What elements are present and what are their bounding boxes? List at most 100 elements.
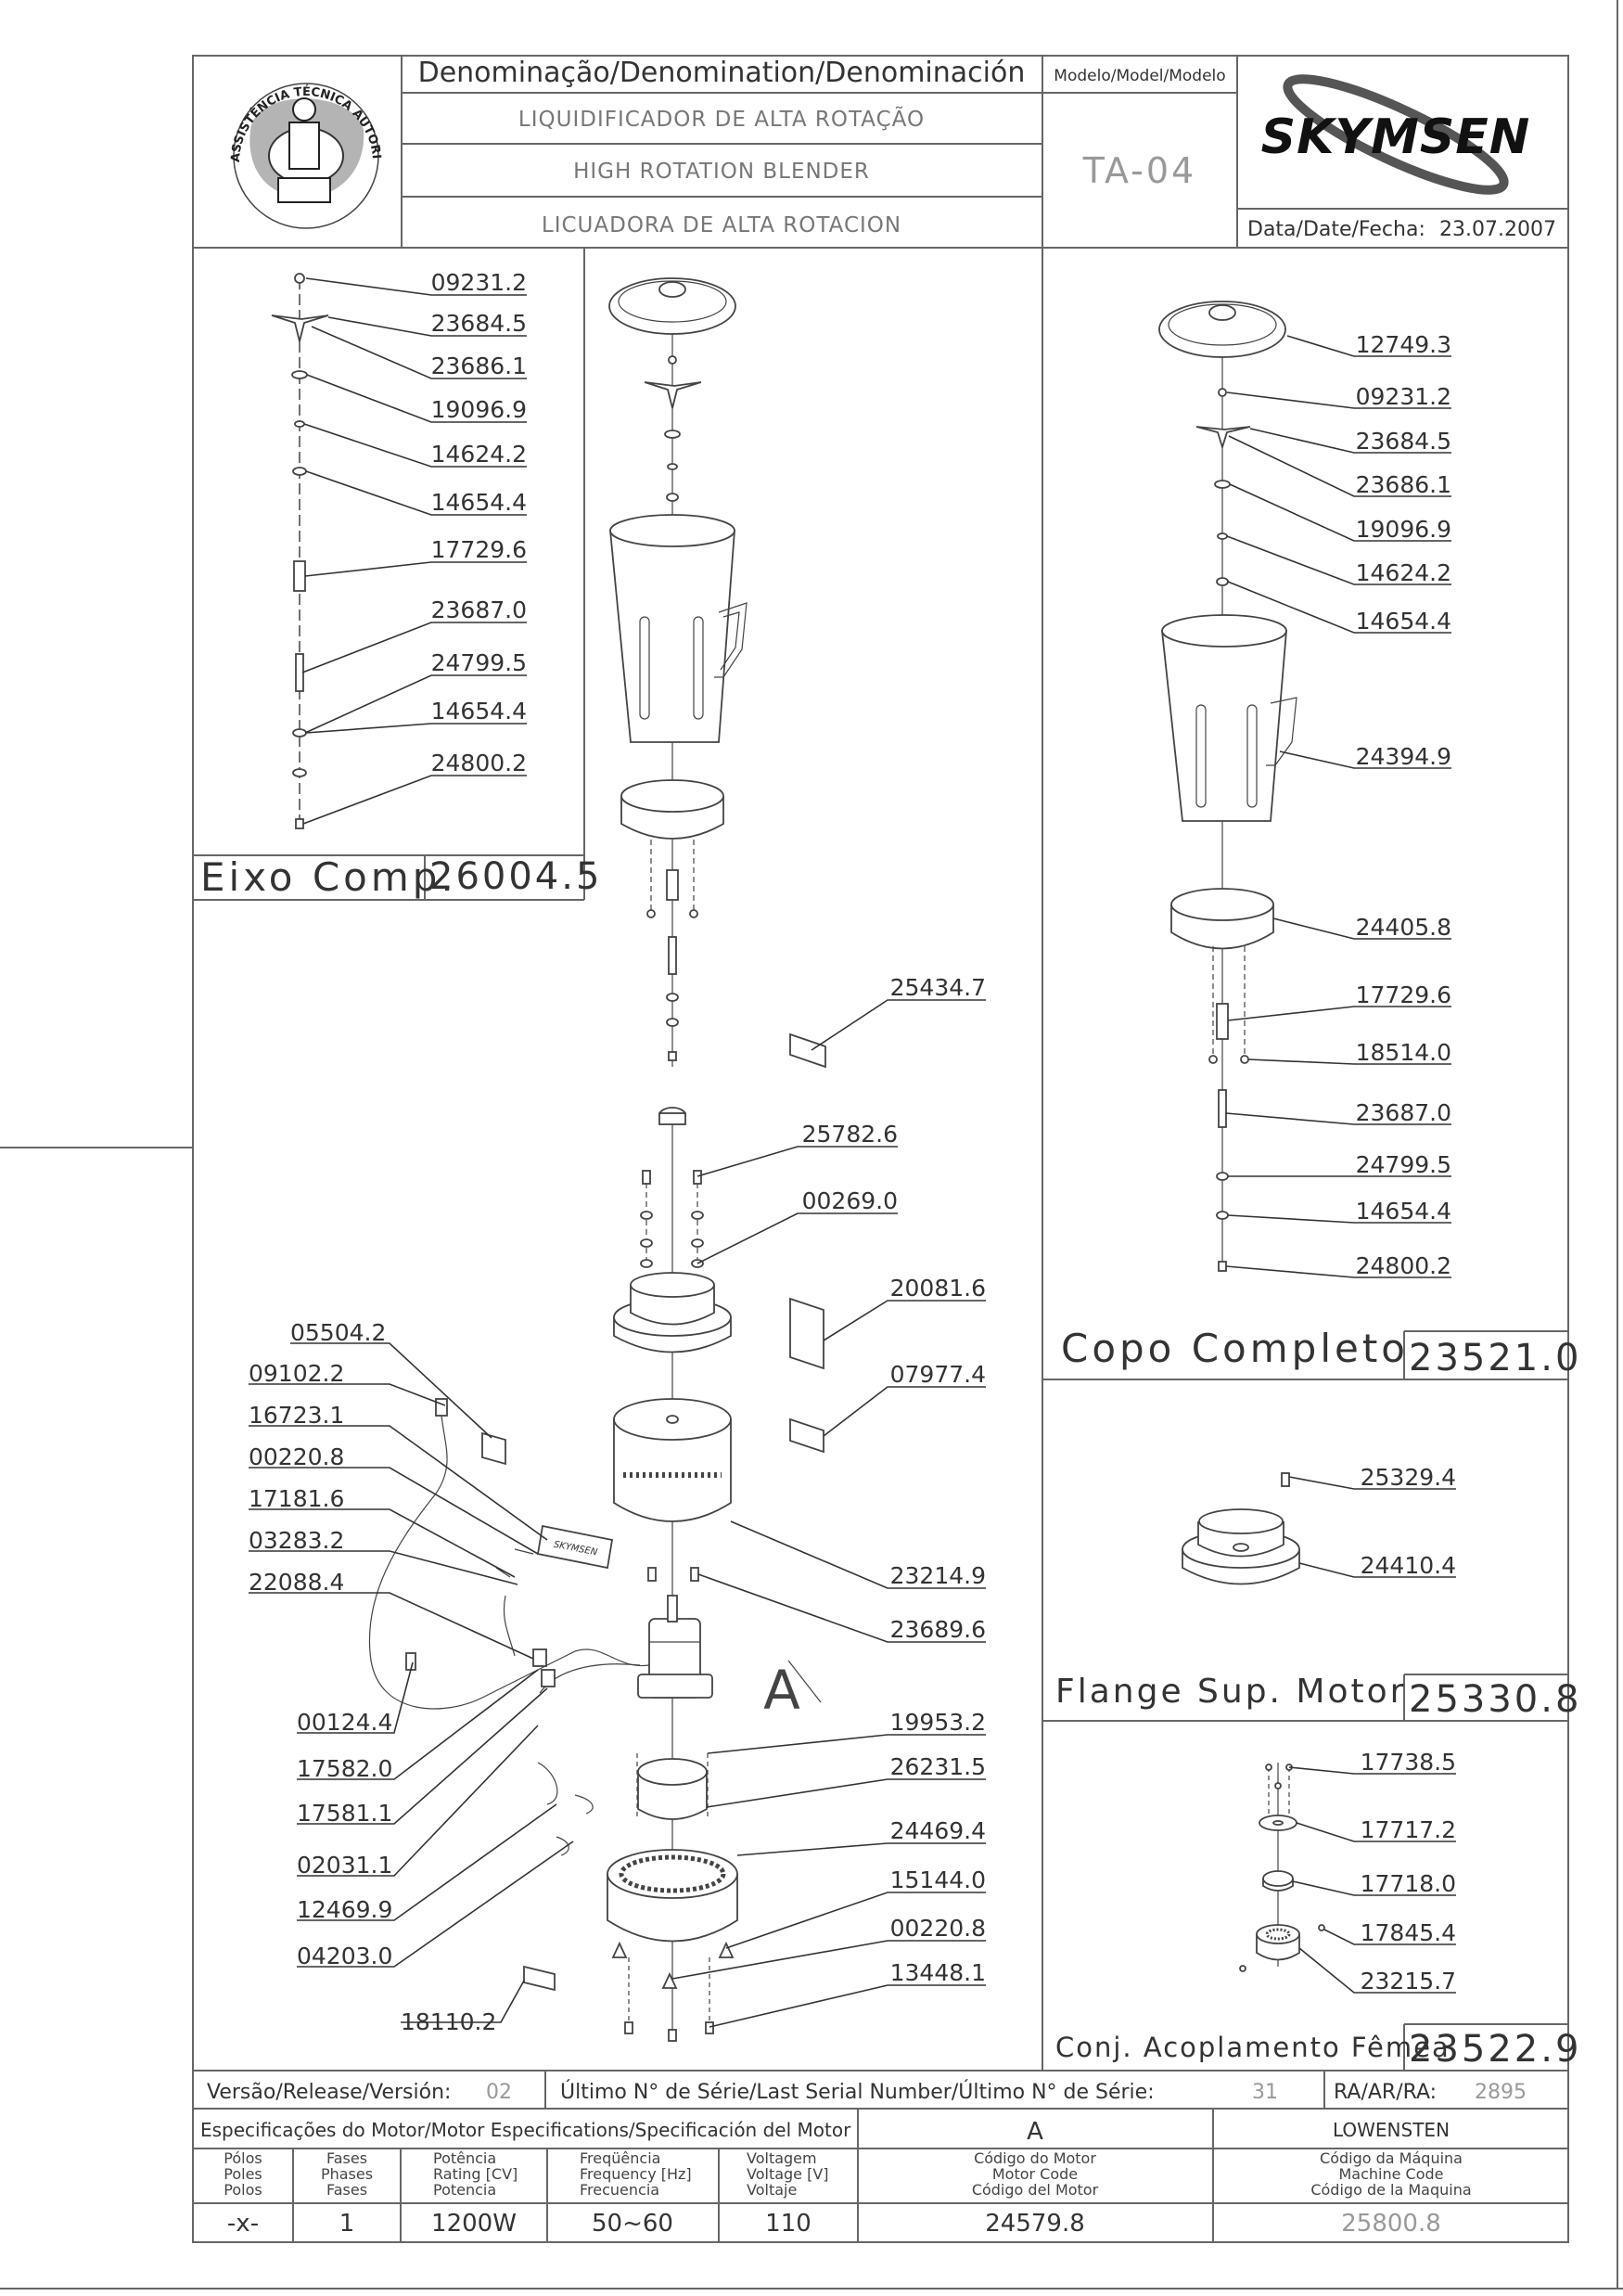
col-motor-code-pt: Código do Motor <box>974 2149 1096 2167</box>
main-part-number: 17582.0 <box>297 1755 392 1782</box>
shaft-part-number: 24799.5 <box>431 649 527 676</box>
cup-part-number: 24799.5 <box>1356 1151 1451 1178</box>
coupling-part-number: 17845.4 <box>1361 1919 1456 1946</box>
main-part-number: 05504.2 <box>290 1319 386 1346</box>
main-part-number: 23689.6 <box>890 1616 986 1643</box>
col-poles-pt: Pólos <box>224 2149 262 2167</box>
coupling-part-number: 17738.5 <box>1361 1749 1456 1776</box>
col-voltage-en: Voltage [V] <box>747 2165 829 2183</box>
cup-part-number: 23687.0 <box>1356 1099 1451 1126</box>
col-poles-en: Poles <box>224 2165 262 2183</box>
cup-part-number: 24800.2 <box>1356 1252 1451 1279</box>
blade-icon <box>271 314 329 342</box>
toolbox-icon <box>277 177 331 203</box>
cup-assembly-drawing <box>1158 301 1297 1272</box>
main-part-number: 09102.2 <box>249 1360 344 1387</box>
main-part-number: 00269.0 <box>802 1187 898 1214</box>
main-part-number: 22088.4 <box>249 1569 344 1596</box>
coupling-leaders <box>1288 1766 1456 1994</box>
main-exploded-view: SKYMSEN <box>368 277 826 2042</box>
upper-flange-drawing <box>1182 1472 1300 1585</box>
motor-housing <box>613 1419 732 1522</box>
motor-spec-letter: A <box>1027 2118 1043 2146</box>
voltage-value: 110 <box>765 2210 812 2238</box>
motor-spec-title: Especificações do Motor/Motor Especifica… <box>200 2119 851 2141</box>
shaft-part-number: 19096.9 <box>431 396 527 423</box>
flange-leaders <box>1288 1476 1456 1578</box>
shaft-part-number: 23684.5 <box>431 310 527 337</box>
cup-part-number: 14654.4 <box>1356 1198 1451 1225</box>
main-part-number: 26231.5 <box>890 1753 986 1780</box>
main-part-number: 15144.0 <box>890 1866 986 1893</box>
model-value: TA-04 <box>1082 150 1197 191</box>
coupling-part-number: 17718.0 <box>1361 1870 1456 1897</box>
shaft-assembly-label: Eixo Comp. <box>200 854 457 900</box>
main-part-number: 16723.1 <box>249 1402 344 1429</box>
flange-assembly-label: Flange Sup. Motor <box>1055 1673 1406 1711</box>
shaft-assembly-code: 26004.5 <box>429 855 602 898</box>
shaft-part-number: 14654.4 <box>431 698 527 725</box>
main-part-number: 03283.2 <box>249 1527 344 1554</box>
shaft-part-number: 17729.6 <box>431 536 527 563</box>
col-rating-pt: Potência <box>433 2149 496 2167</box>
coupling-assembly-label: Conj. Acoplamento Fêmea <box>1055 2032 1450 2063</box>
shaft-leaders <box>301 277 527 825</box>
col-phases-en: Phases <box>321 2165 373 2183</box>
col-rating-es: Potencia <box>433 2181 496 2199</box>
main-right-leaders <box>671 999 986 2028</box>
cup-leaders <box>1225 335 1451 1278</box>
main-part-number: 25434.7 <box>890 974 986 1001</box>
col-voltage-es: Voltaje <box>747 2181 797 2199</box>
col-voltage-pt: Voltagem <box>747 2149 817 2167</box>
cup-part-number: 19096.9 <box>1356 516 1451 543</box>
serial-label: Último N° de Série/Last Serial Number/Úl… <box>560 2080 1155 2104</box>
main-part-number: 00220.8 <box>890 1915 986 1942</box>
col-frequency-en: Frequency [Hz] <box>580 2165 692 2183</box>
main-part-number: 24469.4 <box>890 1817 986 1844</box>
shaft-part-number: 23686.1 <box>431 353 527 379</box>
ra-value: 2895 <box>1475 2081 1527 2104</box>
date-label: Data/Date/Fecha: <box>1247 218 1425 241</box>
motor-manufacturer: LOWENSTEN <box>1333 2119 1450 2141</box>
rating-value: 1200W <box>431 2210 517 2238</box>
serial-value: 31 <box>1252 2081 1278 2104</box>
coupling-part-number: 23215.7 <box>1361 1968 1456 1995</box>
shaft-part-number: 14654.4 <box>431 489 527 516</box>
spec-values-row: -x- 1 1200W 50~60 110 24579.8 25800.8 <box>227 2210 1441 2238</box>
spec-column-headers: Pólos Poles Polos Fases Phases Fases Pot… <box>224 2149 1471 2199</box>
main-part-number: 02031.1 <box>297 1852 392 1879</box>
cup-assembly-code: 23521.0 <box>1409 1337 1581 1379</box>
frequency-value: 50~60 <box>592 2210 673 2238</box>
col-machine-code-en: Machine Code <box>1338 2165 1443 2183</box>
motor-code-value: 24579.8 <box>985 2210 1085 2238</box>
date-value: 23.07.2007 <box>1439 218 1556 241</box>
cup-part-number: 09231.2 <box>1356 383 1451 410</box>
main-part-number: 23214.9 <box>890 1562 986 1589</box>
col-rating-en: Rating [CV] <box>433 2165 518 2183</box>
brand-name: SKYMSEN <box>1261 109 1531 165</box>
main-part-number: 00220.8 <box>249 1443 344 1470</box>
denomination-label: Denominação/Denomination/Denominación <box>418 57 1026 89</box>
col-motor-code-es: Código del Motor <box>972 2181 1099 2199</box>
plug-icon <box>435 1398 448 1417</box>
cup-part-number: 24405.8 <box>1356 914 1451 941</box>
technician-icon <box>292 97 316 122</box>
main-part-number: 17181.6 <box>249 1485 344 1512</box>
flange-assembly-code: 25330.8 <box>1409 1678 1581 1721</box>
product-name-es: LICUADORA DE ALTA ROTACION <box>542 213 901 237</box>
motor-callout-letter: A <box>763 1659 800 1722</box>
col-phases-es: Fases <box>326 2181 367 2199</box>
coupling-assembly-code: 23522.9 <box>1409 2028 1581 2071</box>
skymsen-logo: SKYMSEN <box>1261 74 1531 195</box>
col-machine-code-es: Código de la Maquina <box>1310 2181 1471 2199</box>
main-left-leaders <box>249 1342 574 2023</box>
flange-part-number: 24410.4 <box>1361 1552 1456 1579</box>
cup-part-number: 12749.3 <box>1356 331 1451 358</box>
main-part-number: 12469.9 <box>297 1896 392 1923</box>
main-part-number: 00124.4 <box>297 1709 392 1736</box>
col-frequency-es: Frecuencia <box>580 2181 659 2199</box>
cup-part-number: 14654.4 <box>1356 608 1451 635</box>
cup-part-number: 14624.2 <box>1356 559 1451 586</box>
